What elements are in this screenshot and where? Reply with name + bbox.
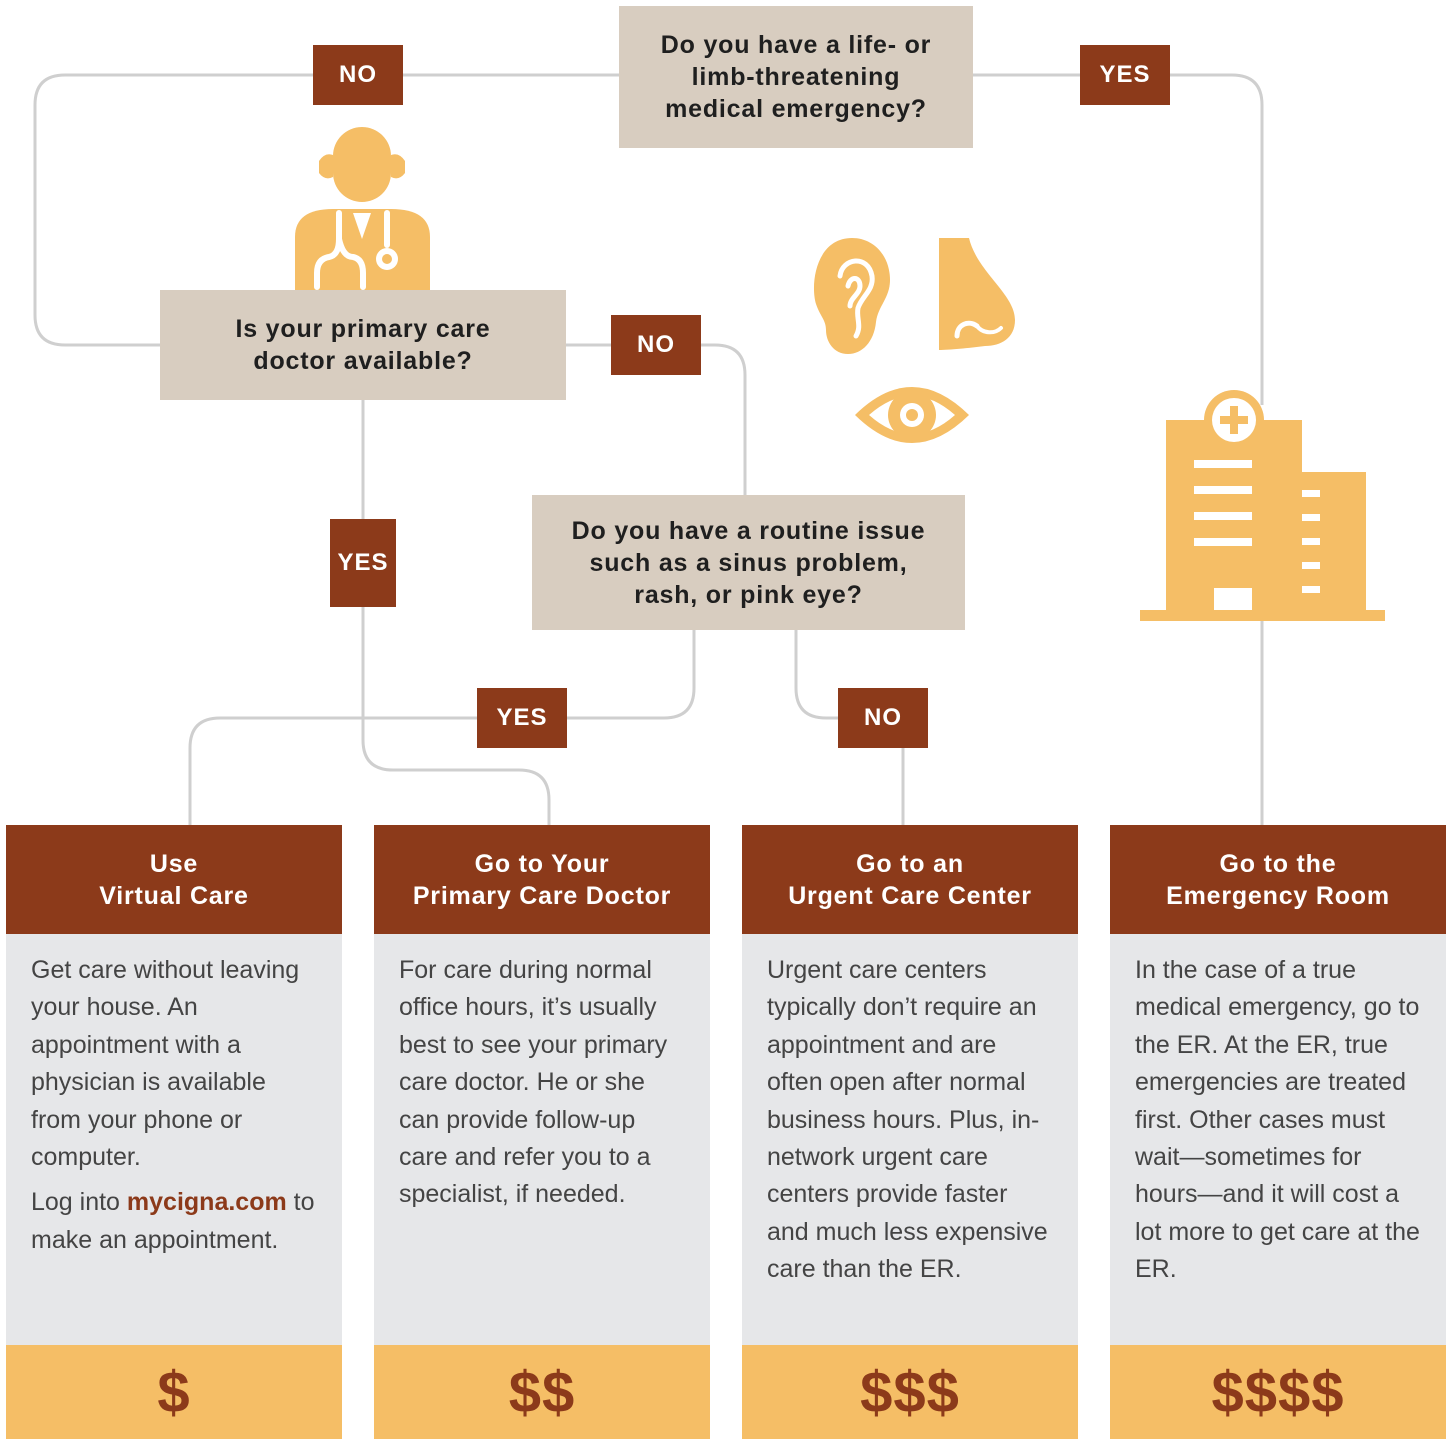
card-virtual-care-title: Use Virtual Care [6, 825, 342, 934]
card-description: For care during normal office hours, it’… [399, 956, 668, 1209]
connector-emergency-no [33, 73, 620, 347]
card-title-line: Use [149, 849, 199, 878]
card-emergency-room-title: Go to the Emergency Room [1110, 825, 1446, 934]
doctor-icon [295, 127, 430, 290]
card-title-line: Urgent Care Center [788, 881, 1032, 910]
card-description: Get care without leaving your house. An … [31, 956, 300, 1172]
tag-no-top: NO [313, 45, 403, 105]
eye-icon [855, 387, 969, 443]
question-emergency-line-1: Do you have a life- or [660, 31, 932, 59]
card-virtual-care-price: $ [6, 1345, 342, 1439]
tag-yes-routine: YES [477, 688, 567, 748]
tag-yes-primary: YES [330, 519, 396, 607]
ear-icon [813, 238, 890, 354]
question-routine-line-2: such as a sinus problem, [589, 548, 908, 577]
question-primary-line-1: Is your primary care [235, 315, 491, 343]
connector-primary-yes [361, 400, 551, 825]
tag-yes-top: YES [1080, 45, 1170, 105]
question-routine-line-3: rash, or pink eye? [634, 580, 863, 609]
connector-primary-no [566, 343, 747, 495]
card-urgent-care: Go to an Urgent Care Center Urgent care … [742, 825, 1078, 1439]
mycigna-link[interactable]: mycigna.com [126, 1188, 287, 1217]
card-emergency-room-body: In the case of a true medical emergency,… [1110, 934, 1446, 1345]
card-urgent-care-body: Urgent care centers typically don’t requ… [742, 934, 1078, 1345]
hospital-icon [1140, 390, 1385, 621]
login-note-after: to make an appointment. [31, 1188, 315, 1254]
question-emergency-line-3: medical emergency? [665, 95, 927, 123]
card-urgent-care-title: Go to an Urgent Care Center [742, 825, 1078, 934]
question-primary-line-2: doctor available? [253, 347, 473, 375]
card-primary-care-price: $$ [374, 1345, 710, 1439]
login-note-before: Log into [31, 1188, 127, 1217]
card-title-line: Primary Care Doctor [412, 881, 672, 910]
connector-emergency-yes [972, 73, 1264, 405]
card-title-line: Emergency Room [1166, 881, 1390, 910]
card-primary-care-title: Go to Your Primary Care Doctor [374, 825, 710, 934]
card-title-line: Go to an [856, 849, 964, 878]
tag-no-mid: NO [611, 315, 701, 375]
question-emergency: Do you have a life- or limb-threatening … [619, 6, 973, 148]
card-title-line: Go to Your [474, 849, 610, 878]
card-emergency-room: Go to the Emergency Room In the case of … [1110, 825, 1446, 1439]
tag-no-routine: NO [838, 688, 928, 748]
card-emergency-room-price: $$$$ [1110, 1345, 1446, 1439]
question-routine-issue: Do you have a routine issue such as a si… [532, 495, 965, 630]
card-urgent-care-price: $$$ [742, 1345, 1078, 1439]
question-routine-line-1: Do you have a routine issue [571, 516, 926, 545]
card-primary-care-body: For care during normal office hours, it’… [374, 934, 710, 1345]
card-primary-care: Go to Your Primary Care Doctor For care … [374, 825, 710, 1439]
card-description: In the case of a true medical emergency,… [1135, 956, 1420, 1284]
nose-icon [939, 238, 1015, 350]
question-emergency-line-2: limb-threatening [691, 63, 901, 91]
card-title-line: Go to the [1219, 849, 1337, 878]
card-virtual-care-body: Get care without leaving your house. An … [6, 934, 342, 1345]
card-login-note: Log into mycigna.com to make an appointm… [31, 1184, 320, 1259]
card-virtual-care: Use Virtual Care Get care without leavin… [6, 825, 342, 1439]
card-description: Urgent care centers typically don’t requ… [767, 956, 1048, 1284]
card-title-line: Virtual Care [99, 881, 249, 910]
question-primary-care: Is your primary care doctor available? [160, 290, 566, 400]
connector-routine-yes [188, 630, 696, 825]
